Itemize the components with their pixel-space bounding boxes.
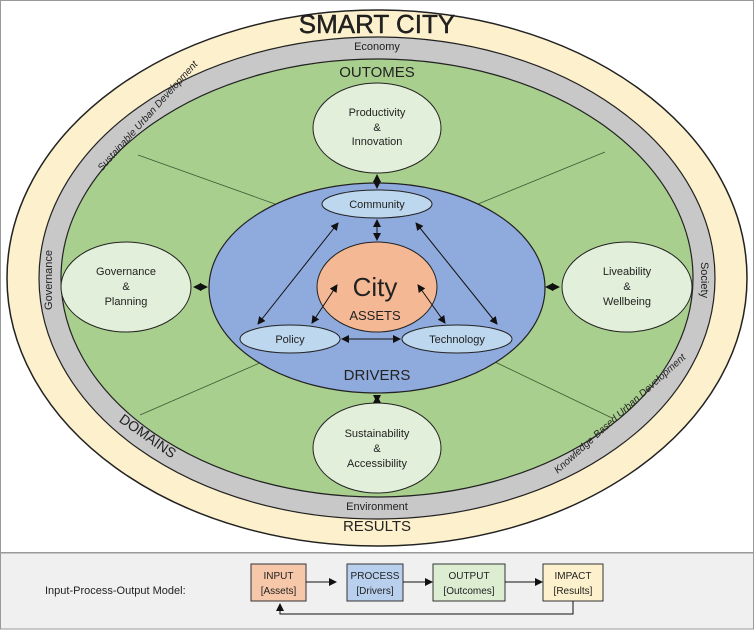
- ring-economy: Economy: [354, 41, 400, 53]
- outcome-text: &: [623, 281, 631, 293]
- connector-arrows: [193, 174, 560, 403]
- city-label: City: [353, 272, 398, 302]
- outcome-text: Planning: [105, 296, 148, 308]
- ipo-box-bg: [346, 563, 404, 602]
- outcome-text: &: [122, 281, 130, 293]
- ipo-arrows: [276, 578, 574, 615]
- ipo-box-output: OUTPUT [Outcomes]: [432, 563, 506, 602]
- outcome-text: &: [373, 443, 381, 455]
- ring-governance: Governance: [43, 250, 55, 310]
- driver-technology: [401, 324, 513, 354]
- outcome-nodes: [60, 82, 693, 494]
- driver-policy: [239, 324, 341, 354]
- ipo-box-sub: [Results]: [554, 586, 593, 597]
- outcome-text: Innovation: [352, 136, 403, 148]
- outcome-text: Productivity: [349, 107, 406, 119]
- outcomes-label: OUTOMES: [339, 64, 415, 81]
- drivers-label: DRIVERS: [344, 367, 411, 384]
- title: SMART CITY: [299, 9, 456, 39]
- outcome-text: Liveability: [603, 266, 652, 278]
- driver-technology-label: Technology: [429, 334, 485, 346]
- driver-community: [321, 189, 433, 219]
- ipo-box-title: IMPACT: [554, 571, 591, 582]
- outcome-text: Accessibility: [347, 458, 407, 470]
- ipo-box-bg: [432, 563, 506, 602]
- outcome-liveability: [561, 241, 693, 333]
- sector-dividers: [137, 151, 613, 419]
- driver-policy-label: Policy: [275, 334, 305, 346]
- driver-community-label: Community: [349, 199, 405, 211]
- outcome-text: Governance: [96, 266, 156, 278]
- ipo-box-impact: IMPACT [Results]: [542, 563, 604, 602]
- ipo-box-title: OUTPUT: [448, 571, 489, 582]
- results-label: RESULTS: [343, 518, 411, 535]
- ipo-box-title: INPUT: [264, 571, 294, 582]
- ipo-label: Input-Process-Output Model:: [45, 585, 186, 597]
- ring-environment: Environment: [346, 501, 408, 513]
- ipo-box-sub: [Outcomes]: [443, 586, 494, 597]
- ipo-box-bg: [542, 563, 604, 602]
- ipo-box-process: PROCESS [Drivers]: [346, 563, 404, 602]
- ipo-box-sub: [Drivers]: [356, 586, 393, 597]
- outcome-text: &: [373, 122, 381, 134]
- outcome-text: Wellbeing: [603, 296, 651, 308]
- ipo-box-input: INPUT [Assets]: [250, 563, 307, 602]
- outcome-text: Sustainability: [345, 428, 410, 440]
- ipo-flow: INPUT [Assets] PROCESS [Drivers] OUTPUT [Outc…: [250, 563, 604, 602]
- ipo-box-title: PROCESS: [351, 571, 400, 582]
- outcome-governance: [60, 241, 192, 333]
- assets-label: ASSETS: [349, 308, 401, 323]
- ipo-box-sub: [Assets]: [261, 586, 297, 597]
- ring-society: Society: [698, 262, 710, 299]
- outcome-productivity: [312, 82, 442, 174]
- outcome-sustainability: [312, 402, 442, 494]
